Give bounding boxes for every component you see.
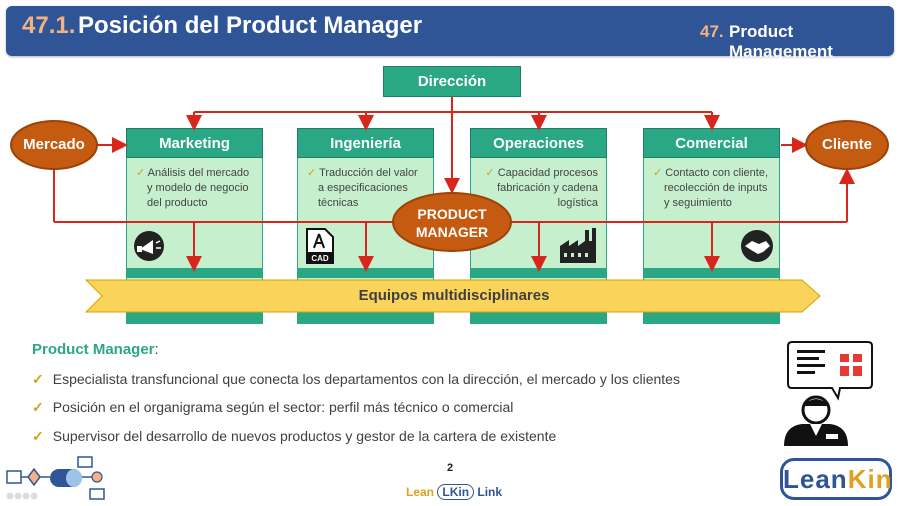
desc-line: Capacidad procesos — [497, 167, 598, 179]
handshake-icon — [741, 230, 773, 262]
product-manager-oval: PRODUCT MANAGER — [392, 192, 512, 252]
desc-line: Análisis del mercado — [147, 167, 250, 179]
teams-label: Equipos multidisciplinares — [358, 287, 550, 304]
teams-banner — [84, 279, 821, 313]
logo-lean: Lean — [783, 464, 848, 494]
column-desc-marketing: ✓ Análisis del mercado y modelo de negoc… — [136, 166, 261, 211]
check-icon: ✓ — [136, 167, 146, 179]
list-item: ✓ Posición en el organigrama según el sec… — [32, 399, 513, 416]
market-oval: Mercado — [10, 120, 98, 170]
bullet-text: Especialista transfuncional que conecta … — [52, 371, 680, 387]
section-heading-colon: : — [154, 341, 159, 358]
check-icon: ✓ — [32, 371, 44, 387]
list-item: ✓ Especialista transfuncional que conecta… — [32, 371, 680, 388]
column-band — [297, 268, 434, 278]
check-icon: ✓ — [307, 167, 317, 179]
column-desc-comercial: ✓ Contacto con cliente, recolección de i… — [653, 166, 778, 211]
brand-link: Link — [477, 485, 503, 499]
column-band — [643, 312, 780, 324]
logo-kin: Kin — [847, 464, 893, 494]
column-band — [297, 312, 434, 324]
column-title-marketing: Marketing — [126, 128, 263, 158]
page-title: Posición del Product Manager — [78, 12, 423, 39]
course-number: 47. — [700, 22, 724, 41]
brand-lean: Lean — [406, 485, 435, 499]
column-band — [126, 312, 263, 324]
course-title: Product Management — [729, 22, 833, 61]
cad-file-icon: CAD — [306, 228, 334, 264]
svg-text:CAD: CAD — [311, 254, 329, 263]
direction-box: Dirección — [383, 66, 521, 97]
column-band — [470, 312, 607, 324]
column-band — [643, 268, 780, 278]
desc-line: a especificaciones — [318, 182, 408, 194]
brand-lkin: LKin — [437, 484, 475, 500]
page-number: 2 — [446, 462, 454, 474]
section-heading-text: Product Manager — [32, 341, 155, 358]
column-title-ingenieria: Ingeniería — [297, 128, 434, 158]
client-oval: Cliente — [805, 120, 889, 170]
section-number: 47.1. — [22, 12, 76, 39]
desc-line: recolección de inputs — [664, 182, 768, 194]
column-desc-operaciones: ✓ Capacidad procesos fabricación y caden… — [480, 166, 598, 211]
desc-line: y seguimiento — [664, 197, 732, 209]
bullet-text: Supervisor del desarrollo de nuevos prod… — [52, 428, 557, 444]
desc-line: del producto — [147, 197, 208, 209]
desc-line: Contacto con cliente, — [665, 167, 769, 179]
desc-line: Traducción del valor — [319, 167, 418, 179]
check-icon: ✓ — [485, 167, 495, 179]
flow-diagram-logo-icon — [6, 456, 105, 500]
factory-icon — [560, 228, 596, 263]
megaphone-icon — [134, 231, 164, 261]
column-desc-ingenieria: ✓ Traducción del valor a especificacione… — [307, 166, 432, 211]
header-bar — [6, 6, 894, 56]
bullet-text: Posición en el organigrama según el sect… — [52, 399, 514, 415]
column-band — [470, 268, 607, 278]
footer-brand: Lean LKin Link — [406, 484, 502, 500]
column-band — [126, 268, 263, 278]
list-item: ✓ Supervisor del desarrollo de nuevos pro… — [32, 428, 556, 445]
section-heading: Product Manager: — [32, 341, 159, 358]
check-icon: ✓ — [32, 399, 44, 415]
desc-line: logística — [557, 197, 598, 209]
product-manager-illustration-icon — [784, 341, 873, 446]
desc-line: técnicas — [318, 197, 359, 209]
column-title-comercial: Comercial — [643, 128, 780, 158]
pm-line: MANAGER — [415, 224, 489, 240]
desc-line: y modelo de negocio — [147, 182, 249, 194]
column-title-operaciones: Operaciones — [470, 128, 607, 158]
check-icon: ✓ — [653, 167, 663, 179]
pm-line: PRODUCT — [417, 206, 487, 222]
leankin-logo: LeanKin — [780, 458, 892, 500]
desc-line: fabricación y cadena — [497, 182, 598, 194]
check-icon: ✓ — [32, 428, 44, 444]
